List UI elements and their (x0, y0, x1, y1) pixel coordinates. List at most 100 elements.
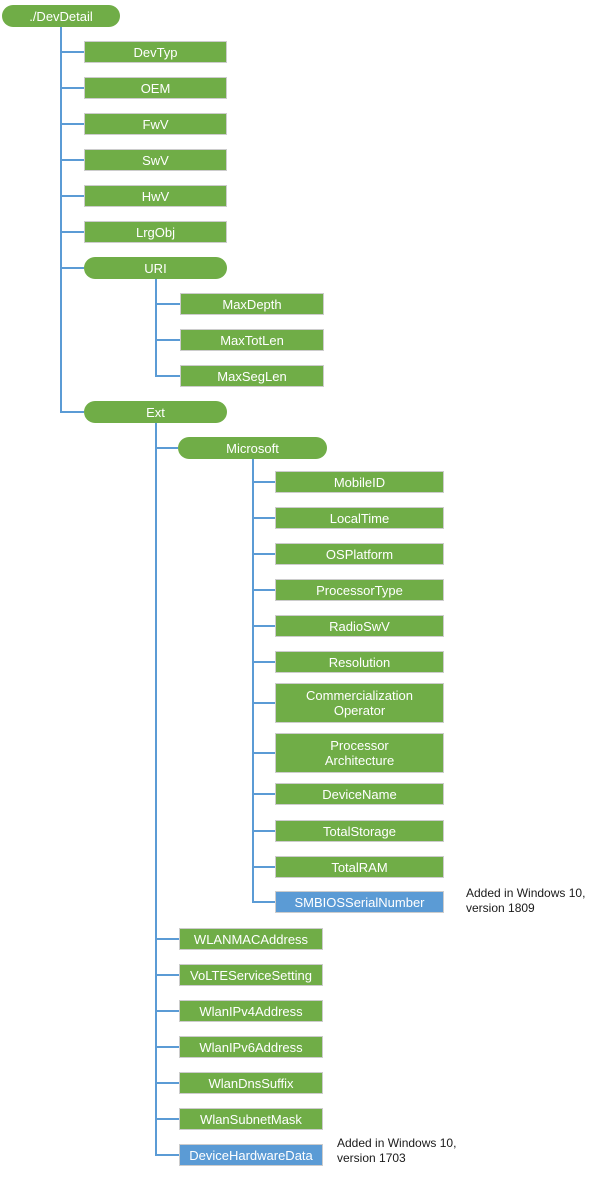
annotation-line: Added in Windows 10, (337, 1136, 457, 1150)
node-label: WLANMACAddress (193, 931, 309, 947)
connector-stub (155, 974, 179, 976)
node-microsoft: Microsoft (178, 437, 327, 459)
annotation-line: version 1809 (466, 901, 535, 915)
node-maxtotlen: MaxTotLen (180, 329, 324, 351)
connector-stub (252, 702, 275, 704)
node-label: ProcessorType (316, 582, 403, 598)
node-label: DeviceHardwareData (189, 1147, 313, 1163)
node-devicehardwaredata: DeviceHardwareData (179, 1144, 323, 1166)
connector-stub (155, 1118, 179, 1120)
connector-stub (155, 1010, 179, 1012)
connector-stub (60, 87, 84, 89)
node-radioswv: RadioSwV (275, 615, 444, 637)
node-uri: URI (84, 257, 227, 279)
node-fwv: FwV (84, 113, 227, 135)
node-totalstorage: TotalStorage (275, 820, 444, 842)
connector-trunk-microsoft (252, 459, 254, 903)
connector-stub (60, 159, 84, 161)
node-label: Resolution (328, 654, 391, 670)
node-devdetail-root: ./DevDetail (2, 5, 120, 27)
connector-trunk-ext (155, 423, 157, 1156)
node-label: URI (144, 260, 167, 276)
node-label: SwV (142, 152, 169, 168)
node-label: RadioSwV (329, 618, 390, 634)
connector-stub (155, 303, 180, 305)
connector-stub (252, 517, 275, 519)
connector-stub (155, 1046, 179, 1048)
connector-stub (252, 589, 275, 591)
connector-stub (252, 661, 275, 663)
connector-stub (155, 1082, 179, 1084)
node-wlanipv4address: WlanIPv4Address (179, 1000, 323, 1022)
node-wlandnssuffix: WlanDnsSuffix (179, 1072, 323, 1094)
node-voltservicesetting: VoLTEServiceSetting (179, 964, 323, 986)
node-smbiosserialnumber: SMBIOSSerialNumber (275, 891, 444, 913)
node-label: LrgObj (135, 224, 176, 240)
node-label: MaxDepth (222, 296, 282, 312)
node-label: Microsoft (226, 440, 279, 456)
node-label: VoLTEServiceSetting (190, 967, 312, 983)
node-swv: SwV (84, 149, 227, 171)
node-label: SMBIOSSerialNumber (294, 894, 425, 910)
node-resolution: Resolution (275, 651, 444, 673)
node-wlanmacaddress: WLANMACAddress (179, 928, 323, 950)
annotation-smbios-added-version: Added in Windows 10, version 1809 (466, 886, 604, 916)
connector-stub (252, 625, 275, 627)
node-label: WlanIPv4Address (199, 1003, 303, 1019)
node-processortype: ProcessorType (275, 579, 444, 601)
node-label: HwV (141, 188, 170, 204)
connector-stub (252, 901, 275, 903)
connector-trunk-uri (155, 279, 157, 377)
node-label: MobileID (333, 474, 386, 490)
connector-stub (155, 938, 179, 940)
node-label: TotalRAM (331, 859, 388, 875)
node-wlansubnetmask: WlanSubnetMask (179, 1108, 323, 1130)
node-hwv: HwV (84, 185, 227, 207)
node-devtyp: DevTyp (84, 41, 227, 63)
node-label: DevTyp (133, 44, 178, 60)
node-mobileid: MobileID (275, 471, 444, 493)
connector-stub (155, 447, 178, 449)
node-label: WlanDnsSuffix (208, 1075, 294, 1091)
node-wlanipv6address: WlanIPv6Address (179, 1036, 323, 1058)
node-totalram: TotalRAM (275, 856, 444, 878)
connector-stub (60, 123, 84, 125)
connector-stub (155, 375, 180, 377)
node-label: MaxTotLen (220, 332, 284, 348)
node-label: OEM (140, 80, 171, 96)
annotation-devicehardware-added-version: Added in Windows 10, version 1703 (337, 1136, 475, 1166)
connector-stub (252, 866, 275, 868)
node-commercialization-operator: Commercialization Operator (275, 683, 444, 723)
node-osplatform: OSPlatform (275, 543, 444, 565)
node-label: Ext (146, 404, 165, 420)
connector-stub (155, 1154, 179, 1156)
connector-stub (252, 793, 275, 795)
node-maxseglen: MaxSegLen (180, 365, 324, 387)
connector-stub (60, 411, 84, 413)
node-label: ./DevDetail (29, 8, 93, 24)
connector-stub (252, 830, 275, 832)
node-label: TotalStorage (323, 823, 396, 839)
node-localtime: LocalTime (275, 507, 444, 529)
node-label: WlanIPv6Address (199, 1039, 303, 1055)
connector-stub (60, 51, 84, 53)
connector-stub (155, 339, 180, 341)
connector-stub (60, 267, 84, 269)
node-devicename: DeviceName (275, 783, 444, 805)
node-label: LocalTime (329, 510, 390, 526)
node-label: Commercialization Operator (306, 688, 413, 718)
node-label: MaxSegLen (217, 368, 287, 384)
node-label: OSPlatform (325, 546, 394, 562)
connector-stub (252, 481, 275, 483)
connector-stub (60, 231, 84, 233)
node-label: FwV (142, 116, 169, 132)
node-ext: Ext (84, 401, 227, 423)
node-oem: OEM (84, 77, 227, 99)
connector-stub (252, 752, 275, 754)
connector-stub (252, 553, 275, 555)
node-maxdepth: MaxDepth (180, 293, 324, 315)
node-label: WlanSubnetMask (200, 1111, 302, 1127)
annotation-line: Added in Windows 10, (466, 886, 586, 900)
node-lrgobj: LrgObj (84, 221, 227, 243)
